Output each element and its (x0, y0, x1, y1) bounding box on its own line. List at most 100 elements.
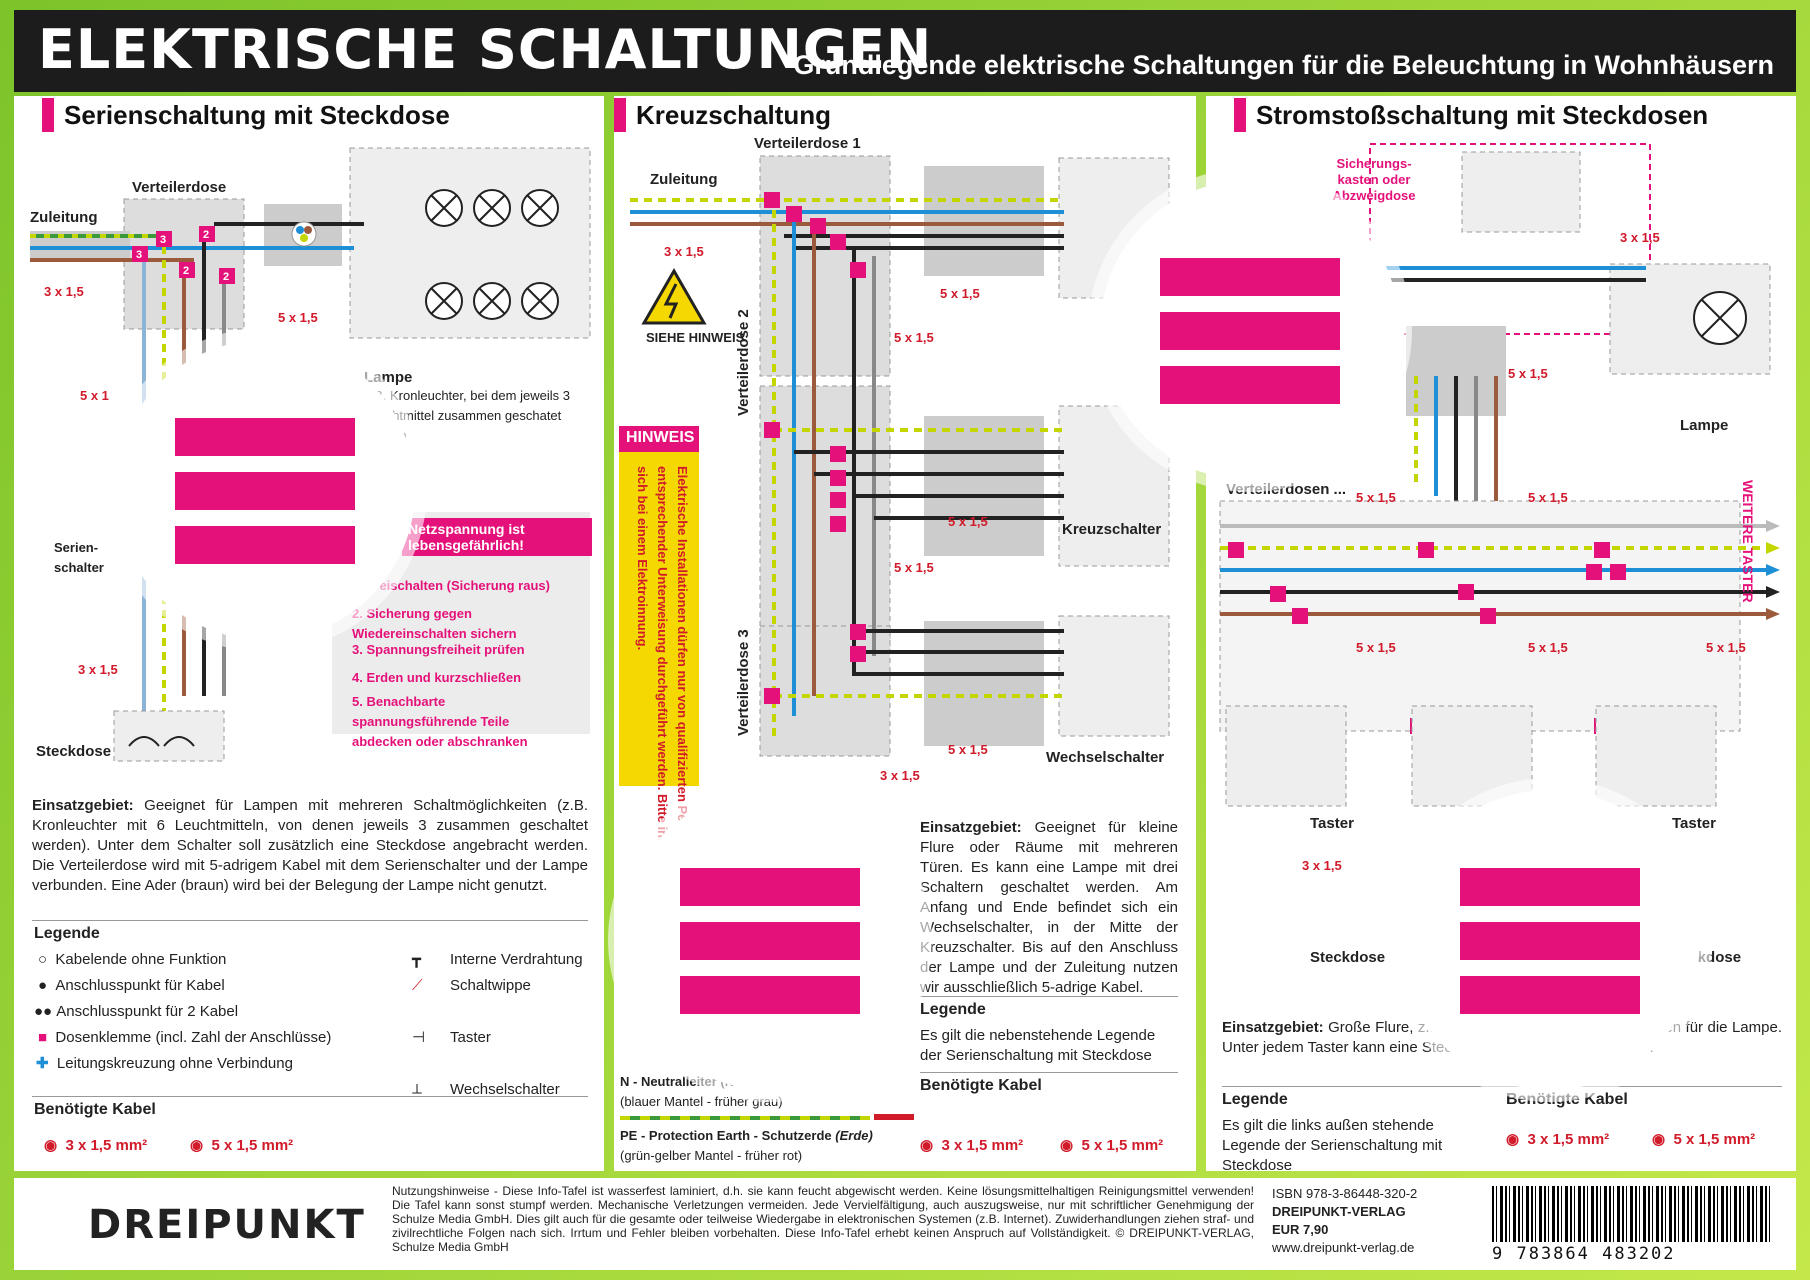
label-cable: 5 x 1,5 (1356, 640, 1396, 655)
legend-item: ■ Dosenklemme (incl. Zahl der Anschlüsse… (38, 1028, 331, 1048)
label-serienschalter: Serien-schalter (54, 540, 104, 575)
einsatz-text: Geeignet für kleine Flure oder Räume mit… (920, 819, 1178, 996)
kabel-item: ◉ 5 x 1,5 mm² (1652, 1130, 1755, 1150)
label-cable: 5 x 1,5 (894, 560, 934, 575)
kabel-text: 5 x 1,5 mm² (1081, 1137, 1164, 1154)
label-taster: Taster (1310, 815, 1354, 832)
stromstossrelais (1461, 151, 1581, 233)
label-cable: 5 x 1,5 (940, 286, 980, 301)
label-steckdose: Steckdose (1310, 949, 1386, 966)
page-title: ELEKTRISCHE SCHALTUNGEN (38, 18, 933, 81)
cable-sheath (924, 166, 1044, 276)
kabel-title: Benötigte Kabel (1506, 1091, 1628, 1108)
wechselschalter-icon: ⟂ (412, 1081, 423, 1098)
crossing-icon: ✚ (36, 1055, 49, 1072)
header-bar: ELEKTRISCHE SCHALTUNGEN Grundlegende ele… (14, 10, 1796, 92)
label-cable: 5 x 1,5 (1528, 490, 1568, 505)
cable-3-icon: ◉ (920, 1137, 934, 1154)
label-cable: 3 x 1,5 (1620, 230, 1660, 245)
label-cable: 5 x 1,5 (1356, 490, 1396, 505)
empty-circle-icon: ○ (38, 951, 48, 968)
copyright-watermark (115, 340, 415, 640)
einsatz-block: Einsatzgebiet: Geeignet für Lampen mit m… (32, 796, 588, 896)
label-cable: 5 x 1,5 (894, 330, 934, 345)
filled-circle-icon: ● (38, 977, 48, 994)
label-cable: 3 x 1,5 (1302, 858, 1342, 873)
legend-right-item: Wechselschalter (450, 1081, 560, 1098)
hinweis-box (619, 426, 699, 786)
wechselschalter-2-box (1058, 615, 1170, 737)
kabel-text: 5 x 1,5 mm² (211, 1137, 294, 1154)
label-weitere-taster: WEITERE TASTER (1740, 480, 1756, 603)
label-zuleitung: Zuleitung (30, 209, 98, 226)
legende-title: Legende (34, 925, 100, 942)
svg-text:2: 2 (183, 265, 189, 277)
kabel-text: 3 x 1,5 mm² (1527, 1131, 1610, 1148)
legend-text: Anschlusspunkt für Kabel (55, 977, 225, 994)
double-connector-icon: ●● (34, 1003, 53, 1020)
footer: DREIPUNKT Nutzungshinweise - Diese Info-… (14, 1178, 1796, 1270)
taster-icon: ⊣ (412, 1029, 426, 1046)
lampen-symbole (425, 189, 559, 320)
cable-3-icon: ◉ (44, 1137, 58, 1154)
taster-box (1411, 705, 1533, 807)
barcode-number: 9 783864 483202 (1492, 1244, 1676, 1264)
legend-right-item: Taster (450, 1029, 491, 1046)
taster-box (1225, 705, 1347, 807)
panel-title: Stromstoßschaltung mit Steckdosen (1234, 98, 1719, 132)
divider (1222, 1086, 1782, 1087)
price: EUR 7,90 (1272, 1222, 1329, 1237)
kabel-text: 3 x 1,5 mm² (941, 1137, 1024, 1154)
interne-verdrahtung-icon: ┳ (412, 951, 422, 968)
label-kreuzschalter: Kreuzschalter (1062, 521, 1162, 538)
steckdose-box (113, 710, 225, 762)
label-cable: 3 x 1,5 (78, 662, 118, 677)
page-subtitle: Grundlegende elektrische Schaltungen für… (793, 50, 1774, 80)
legend-right-item: Schaltwippe (450, 977, 531, 994)
copyright-watermark (1400, 790, 1700, 1090)
kabel-item: ◉ 3 x 1,5 mm² (920, 1136, 1023, 1156)
kabel-text: 5 x 1,5 mm² (1673, 1131, 1756, 1148)
svg-text:2: 2 (203, 229, 209, 241)
kabel-item: ◉ 3 x 1,5 mm² (1506, 1130, 1609, 1150)
kabel-item: ◉ 5 x 1,5 mm² (190, 1136, 293, 1156)
label-taster: Taster (1672, 815, 1716, 832)
cable-5-icon: ◉ (190, 1137, 204, 1154)
label-cable: 3 x 1,5 (44, 284, 84, 299)
einsatz-label: Einsatzgebiet: (920, 819, 1022, 836)
kabel-item: ◉ 5 x 1,5 mm² (1060, 1136, 1163, 1156)
legende-title: Legende (920, 1001, 986, 1018)
wire-pe-text: PE - Protection Earth - Schutzerde (620, 1128, 832, 1143)
warning-step: 5. Benachbarte spannungsführende Teile a… (352, 694, 528, 749)
label-cable: 5 x 1 (80, 388, 109, 403)
kabel-text: 3 x 1,5 mm² (65, 1137, 148, 1154)
warning-title: Netzspannung ist lebensgefährlich! (402, 518, 592, 556)
warning-step: 1. Freischalten (Sicherung raus) (352, 578, 550, 593)
cable-icon (291, 221, 317, 247)
red-wire-sample (874, 1114, 914, 1120)
dosenklemmen (132, 226, 235, 284)
divider (32, 1096, 588, 1097)
legend-text: Kabelende ohne Funktion (55, 951, 227, 968)
stromstoss-diagram (1206, 143, 1780, 807)
svg-text:2: 2 (223, 271, 229, 283)
legend-item: ○ Kabelende ohne Funktion (38, 950, 226, 970)
einsatz-block: Einsatzgebiet: Geeignet für kleine Flure… (920, 818, 1178, 998)
website: www.dreipunkt-verlag.de (1272, 1240, 1415, 1255)
label-lampe: Lampe (1680, 417, 1729, 434)
copyright-watermark (1100, 180, 1400, 480)
isbn: ISBN 978-3-86448-320-2 (1272, 1186, 1418, 1201)
barcode-icon (1492, 1186, 1770, 1242)
divider (920, 1072, 1178, 1073)
nutzungshinweise: Nutzungshinweise - Diese Info-Tafel ist … (392, 1184, 1254, 1254)
legende-title: Legende (1222, 1091, 1288, 1108)
dreipunkt-logo: DREIPUNKT (88, 1202, 366, 1248)
wire-n-sub: (blauer Mantel - früher grau) (620, 1094, 783, 1109)
label-steckdose: Steckdose (36, 743, 112, 760)
hinweis-title: HINWEIS (626, 429, 695, 446)
kabel-item: ◉ 3 x 1,5 mm² (44, 1136, 147, 1156)
cable-3-icon: ◉ (1506, 1131, 1520, 1148)
panel-title: Kreuzschaltung (614, 98, 842, 132)
hochspannung-icon (641, 267, 707, 325)
